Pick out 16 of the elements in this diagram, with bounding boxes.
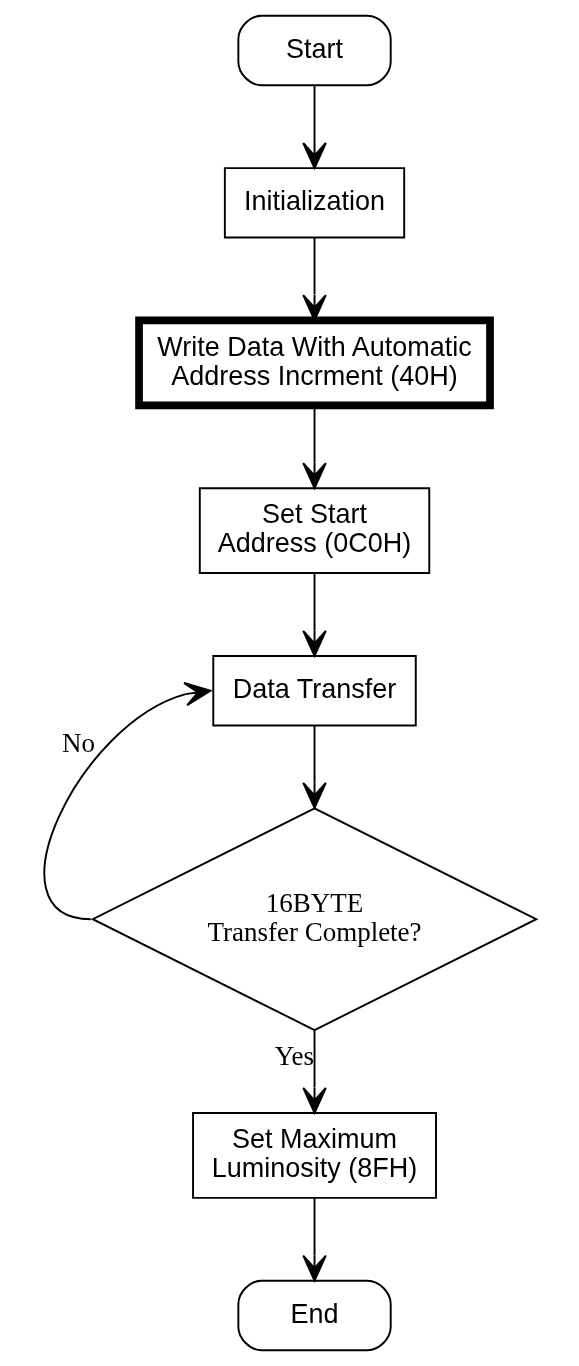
node-box: Start: [236, 14, 392, 87]
arrow: [301, 724, 327, 809]
node-box: Initialization: [223, 167, 405, 239]
node-box: Data Transfer: [211, 655, 417, 727]
arrow: [301, 1197, 327, 1282]
node-diamond: 16BYTE Transfer Complete?: [90, 807, 538, 1032]
arrow: [301, 84, 327, 170]
arrow: [43, 681, 211, 921]
edge-label: No: [61, 728, 95, 759]
arrow: [301, 1029, 327, 1114]
node-box: Set Start Address (0C0H): [198, 487, 430, 575]
edge-label: Yes: [274, 1040, 314, 1071]
node-box: Write Data With Automatic Address Incrment (40H): [134, 316, 494, 410]
node-box: Set Maximum Luminosity (8FH): [191, 1112, 437, 1199]
arrow: [301, 572, 327, 657]
node-box: End: [236, 1279, 392, 1352]
